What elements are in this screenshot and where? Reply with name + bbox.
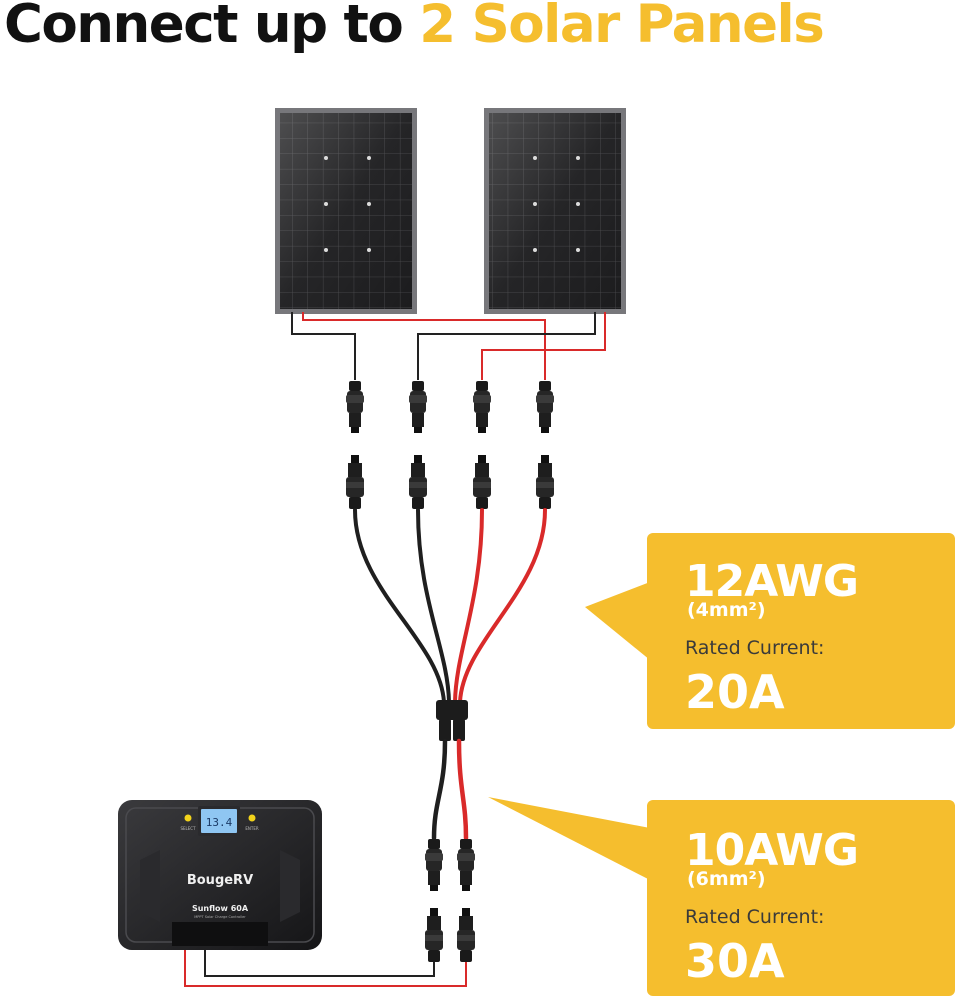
controller-brand: BougeRV (187, 873, 253, 888)
panel-leads (291, 312, 606, 380)
title-highlight: 2 Solar Panels (419, 0, 825, 55)
mc4-connectors-branch (346, 455, 554, 509)
callout-pointer-10awg (488, 797, 650, 880)
rated-current-value: 30A (685, 934, 785, 988)
rated-current-label: Rated Current: (685, 637, 825, 659)
controller-subtitle: MPPT Solar Charge Controller (194, 915, 246, 919)
gauge-label: 12AWG (685, 556, 859, 607)
title-prefix: Connect up to (4, 0, 420, 55)
page-title: Connect up to 2 Solar Panels (4, 0, 825, 55)
controller-model: Sunflow 60A (192, 904, 249, 913)
callout-10awg: 10AWG (6mm²) Rated Current: 30A (647, 800, 955, 996)
callout-pointer-12awg (585, 582, 650, 660)
callout-12awg: 12AWG (4mm²) Rated Current: 20A (647, 533, 955, 729)
output-cables-10awg (431, 738, 469, 841)
solar-panel-left (275, 108, 417, 314)
rated-current-value: 20A (685, 665, 785, 719)
wire-size-label: (6mm²) (687, 868, 766, 890)
rated-current-label: Rated Current: (685, 906, 825, 928)
wire-size-label: (4mm²) (687, 599, 766, 621)
gauge-label: 10AWG (685, 825, 859, 876)
mc4-connectors-upper (346, 381, 554, 433)
lcd-readout: 13.4 (206, 816, 233, 829)
branch-hub (436, 700, 468, 741)
mc4-connectors-output (425, 839, 475, 962)
solar-panel-right (484, 108, 626, 314)
charge-controller: 13.4 SELECT ENTER BougeRV Sunflow 60A MP… (118, 800, 322, 950)
lcd-screen (201, 809, 237, 833)
controller-leads (184, 945, 467, 987)
branch-cables-12awg (353, 508, 547, 704)
select-indicator-icon (184, 814, 192, 822)
select-button-label: SELECT (180, 826, 196, 831)
enter-button-label: ENTER (245, 826, 258, 831)
enter-indicator-icon (248, 814, 256, 822)
